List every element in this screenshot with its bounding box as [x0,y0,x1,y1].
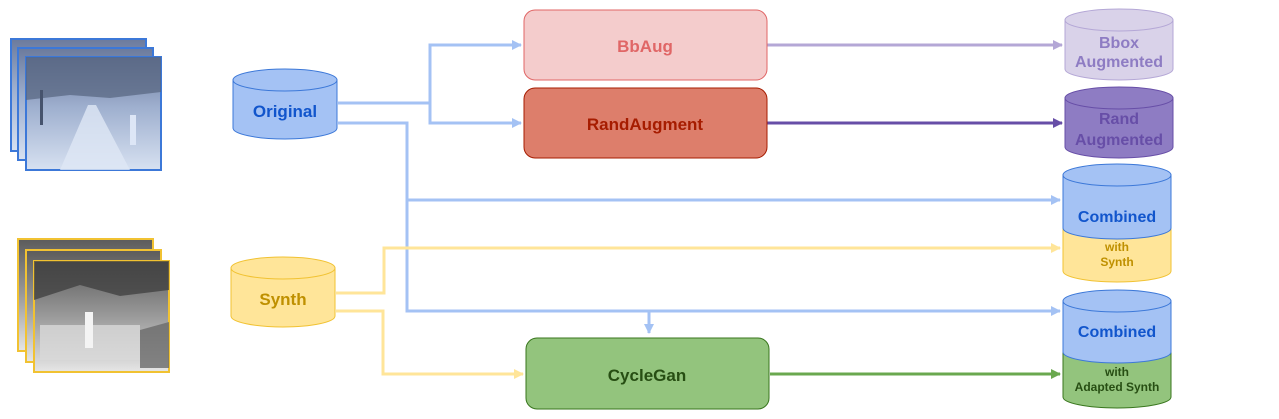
bbaug-process-box: BbAug [523,9,768,81]
arrow-original-to-randaugment [428,103,522,128]
original-dataset-cylinder: Original [232,68,338,140]
rand-label-line1: Rand [1099,111,1139,128]
combined-adapted-label-line3: Adapted Synth [1075,380,1160,394]
combined-synth-label-line2: with [1104,240,1129,254]
synth-label: Synth [259,290,306,309]
bbox-label-line1: Bbox [1099,35,1139,52]
combined-adapted-label-line2: with [1104,365,1129,379]
rand-label-line2: Augmented [1075,132,1163,149]
cyclegan-label: CycleGan [608,366,686,385]
cyclegan-process-box: CycleGan [525,337,770,410]
randaugment-process-box: RandAugment [523,87,768,159]
randaugment-label: RandAugment [587,115,704,134]
bbox-augmented-cylinder: Bbox Augmented [1064,8,1174,81]
combined-with-adapted-synth-cylinder: Combined with Adapted Synth [1062,289,1172,409]
arrow-original-to-combined-synth [338,121,1061,205]
synth-dataset-cylinder: Synth [230,256,336,328]
connectors [336,40,1063,379]
combined-with-synth-cylinder: Combined with Synth [1062,163,1172,283]
arrow-synth-to-combined-synth [336,243,1061,295]
rand-augmented-cylinder: Rand Augmented [1064,86,1174,159]
bbox-label-line2: Augmented [1075,54,1163,71]
original-label: Original [253,102,317,121]
arrow-original-to-bbaug [338,40,522,105]
thermal-image-stack-icon [10,38,162,171]
combined-synth-label-line1: Combined [1078,209,1156,226]
combined-adapted-label-line1: Combined [1078,324,1156,341]
arrow-synth-to-cyclegan [336,309,524,379]
bbaug-label: BbAug [617,37,673,56]
synthetic-image-stack-icon [17,238,170,373]
arrow-original-to-combined-adapted [405,200,1061,316]
combined-synth-label-line3: Synth [1100,255,1133,269]
